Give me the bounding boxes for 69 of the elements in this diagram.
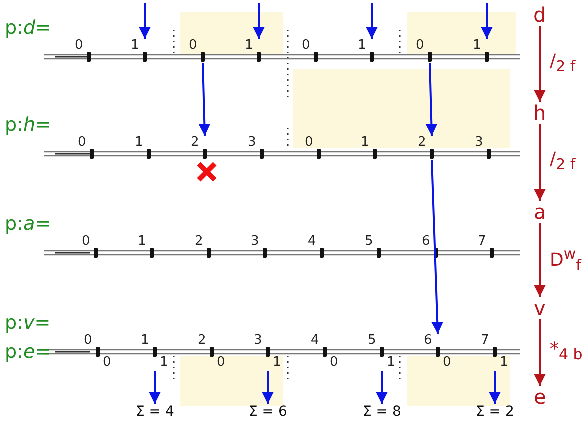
tick-number: 0 xyxy=(217,356,226,370)
variable-label: e xyxy=(534,386,546,408)
tick-number: 0 xyxy=(443,356,452,370)
tick-number: 1 xyxy=(245,39,254,53)
tick-number: 0 xyxy=(82,235,90,249)
arrow xyxy=(481,3,493,39)
sum-label: Σ = 4 xyxy=(136,404,174,420)
variable-label: d xyxy=(534,4,546,26)
tick-number: 3 xyxy=(254,334,262,348)
tick-number: 1 xyxy=(387,356,396,370)
tick-number: 5 xyxy=(368,334,376,348)
tick-number: 1 xyxy=(160,356,168,370)
variable-label: a xyxy=(534,201,546,223)
tick-number: 2 xyxy=(418,136,426,150)
sum-label: Σ = 2 xyxy=(476,404,514,420)
arrow xyxy=(262,371,274,404)
sum-label: Σ = 6 xyxy=(249,404,288,420)
tick-number: 1 xyxy=(135,136,144,150)
tick-number: 0 xyxy=(302,39,310,53)
arrow xyxy=(198,62,211,136)
tick-number: 1 xyxy=(131,39,140,53)
arrow xyxy=(489,371,501,404)
arrow xyxy=(253,3,265,39)
tick-number: 1 xyxy=(141,334,150,348)
tick-number: 3 xyxy=(475,136,484,150)
tick-number: 6 xyxy=(424,334,432,348)
arrow xyxy=(431,160,444,334)
variable-name: p:d= xyxy=(5,17,52,39)
tick-number: 1 xyxy=(473,39,482,53)
variable-label: v xyxy=(534,297,546,319)
tick-number: 2 xyxy=(191,136,200,150)
tick-number: 1 xyxy=(138,235,146,249)
tick-number: 4 xyxy=(311,334,320,348)
arrow xyxy=(534,124,546,201)
tick-number: 2 xyxy=(195,235,204,249)
tick-number: 1 xyxy=(500,356,508,370)
arrow xyxy=(139,3,151,39)
tick-number: 0 xyxy=(103,356,112,370)
arrow xyxy=(426,62,438,136)
arrow xyxy=(534,26,546,102)
arrow xyxy=(376,371,388,404)
tick-number: 0 xyxy=(416,39,424,53)
tick-number: 4 xyxy=(308,235,316,249)
sum-label: Σ = 8 xyxy=(363,404,402,420)
variable-name: p:h= xyxy=(5,114,52,136)
tick-number: 6 xyxy=(422,235,430,249)
variable-name: p:a= xyxy=(5,213,52,235)
variable-name: p:v= xyxy=(5,312,51,334)
tick-number: 0 xyxy=(330,356,338,370)
tick-number: 0 xyxy=(75,39,84,53)
tick-number: 0 xyxy=(305,136,314,150)
tick-number: 5 xyxy=(365,235,374,249)
tick-number: 0 xyxy=(189,39,198,53)
tick-number: 1 xyxy=(273,356,282,370)
tick-number: 0 xyxy=(78,136,86,150)
tick-number: 1 xyxy=(358,39,366,53)
arrow xyxy=(534,319,546,386)
tick-number: 2 xyxy=(198,334,206,348)
arrow xyxy=(366,3,378,39)
tick-number: 7 xyxy=(478,235,486,249)
arrow xyxy=(534,223,546,297)
arrow xyxy=(149,371,161,404)
tick-number: 3 xyxy=(248,136,256,150)
variable-label: h xyxy=(534,102,546,124)
variable-name: p:e= xyxy=(5,341,52,363)
tick-number: 0 xyxy=(84,334,92,348)
tick-number: 7 xyxy=(481,334,490,348)
tick-number: 1 xyxy=(361,136,370,150)
tick-number: 3 xyxy=(251,235,260,249)
